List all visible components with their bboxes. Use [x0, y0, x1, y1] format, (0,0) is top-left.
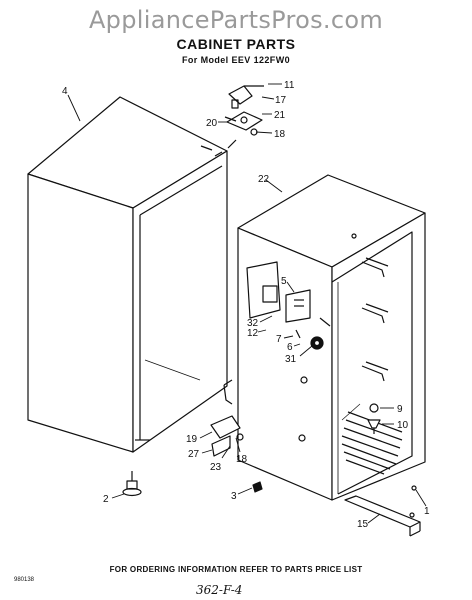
callout-9: 9: [397, 404, 403, 415]
callout-3: 3: [231, 491, 237, 502]
callout-15: 15: [357, 519, 369, 530]
callout-23: 23: [210, 462, 222, 473]
callout-18-bottom: 18: [236, 454, 248, 465]
bottom-rail: [344, 495, 421, 537]
document-number: 980138: [14, 577, 35, 583]
callout-18-top: 18: [274, 129, 286, 140]
screw-parts-9-10: [367, 403, 381, 434]
callout-31: 31: [285, 354, 297, 365]
leveling-leg: [122, 471, 142, 497]
callout-11: 11: [284, 80, 295, 91]
screw-part-1: [411, 485, 417, 491]
handwritten-note: 362-F-4: [196, 583, 243, 597]
page-subtitle: For Model EEV 122FW0: [181, 55, 291, 65]
callout-20: 20: [206, 118, 218, 129]
callout-5: 5: [281, 276, 287, 287]
cabinet-shell: [27, 96, 228, 453]
callout-17: 17: [275, 95, 287, 106]
control-box: [246, 261, 331, 350]
bottom-hinge-assembly: [210, 379, 244, 457]
callout-7: 7: [276, 334, 282, 345]
watermark-text: AppliancePartsPros.com: [88, 6, 384, 34]
screw-part-3: [252, 481, 263, 493]
callout-2: 2: [103, 494, 109, 505]
callout-6: 6: [287, 342, 293, 353]
callout-1: 1: [424, 506, 430, 517]
callout-32: 32: [247, 318, 259, 329]
callout-22: 22: [258, 174, 270, 185]
callout-21: 21: [274, 110, 286, 121]
callout-10: 10: [397, 420, 409, 431]
callout-19: 19: [186, 434, 198, 445]
callout-labels: 4 11 17 20 21 18 22 5 32 12 7 6 31 9 10 …: [62, 80, 430, 530]
callout-4: 4: [62, 86, 68, 97]
page-title: CABINET PARTS: [176, 36, 296, 52]
leader-lines: [67, 83, 427, 524]
ordering-info-footer: FOR ORDERING INFORMATION REFER TO PARTS …: [109, 565, 363, 574]
inner-liner: [237, 174, 426, 501]
top-hinge-assembly: [224, 85, 264, 149]
callout-12: 12: [247, 328, 259, 339]
callout-27: 27: [188, 449, 200, 460]
